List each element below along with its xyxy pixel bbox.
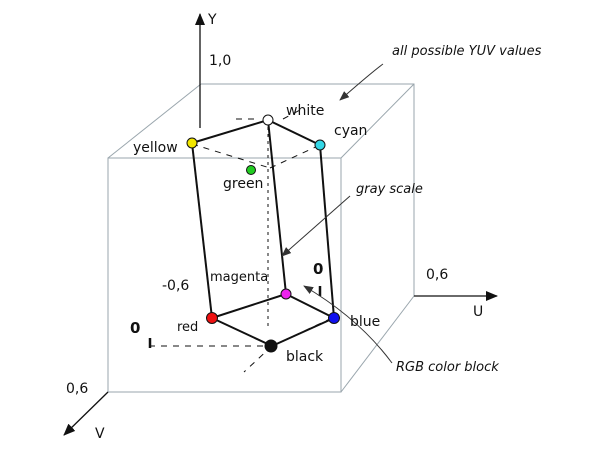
white-label: white <box>286 103 324 119</box>
dashed-top-tick <box>282 109 301 120</box>
green-vertex-dot <box>246 165 256 175</box>
edge-yellow-red <box>191 142 213 319</box>
red-vertex-dot <box>206 312 218 324</box>
red-label: red <box>177 320 198 335</box>
u-axis-max-label: 0,6 <box>426 267 448 283</box>
yuv-box-edge <box>107 83 202 159</box>
blue-label: blue <box>350 314 380 330</box>
origin-ticks <box>148 286 322 348</box>
rgb-block-annotation: RGB color block <box>396 360 499 375</box>
gray-scale-pointer <box>281 195 351 257</box>
edge-red-black <box>211 317 273 347</box>
blue-vertex-dot <box>328 312 340 324</box>
u-axis-label: U <box>473 304 483 320</box>
black-vertex-dot <box>264 339 278 353</box>
dashed-back-edge <box>191 143 271 169</box>
axes <box>63 13 498 436</box>
negative-range-label: -0,6 <box>162 278 189 294</box>
yuv-box-edge <box>340 83 415 159</box>
edge-cyan-blue <box>319 144 335 319</box>
black-label: black <box>286 349 324 365</box>
y-axis-label: Y <box>207 12 217 28</box>
edge-black-blue <box>271 317 335 347</box>
yuv-values-pointer <box>339 63 384 101</box>
y-axis-max-label: 1,0 <box>209 53 231 69</box>
cyan-label: cyan <box>334 123 367 139</box>
dashed-back-edge <box>269 144 321 169</box>
green-label: green <box>223 176 263 192</box>
v-axis-max-label: 0,6 <box>66 381 88 397</box>
edge-yellow-white <box>191 119 269 144</box>
v-axis-label: V <box>95 426 105 442</box>
rgb-block-pointer <box>303 285 393 364</box>
u-origin-label: 0 <box>313 260 323 278</box>
gray-scale-annotation: gray scale <box>356 182 423 197</box>
edge-white-magenta <box>267 119 287 295</box>
vertex-dots <box>186 114 340 353</box>
edge-magenta-blue <box>285 293 335 319</box>
magenta-vertex-dot <box>280 288 292 300</box>
edge-red-magenta <box>211 293 287 319</box>
white-vertex-dot <box>262 114 274 126</box>
cyan-vertex-dot <box>314 139 326 151</box>
yellow-label: yellow <box>133 140 178 156</box>
v-axis-arrow <box>63 391 109 436</box>
v-origin-label: 0 <box>130 319 140 337</box>
edge-white-cyan <box>267 119 321 146</box>
magenta-label: magenta <box>210 270 268 285</box>
yuv-bounding-box <box>107 83 415 393</box>
rgb-color-block <box>191 119 335 347</box>
yuv-values-annotation: all possible YUV values <box>392 44 542 59</box>
annotation-pointers <box>281 63 393 364</box>
yellow-vertex-dot <box>186 137 198 149</box>
yuv-box-edge <box>340 295 415 393</box>
dashed-guides <box>149 109 333 373</box>
